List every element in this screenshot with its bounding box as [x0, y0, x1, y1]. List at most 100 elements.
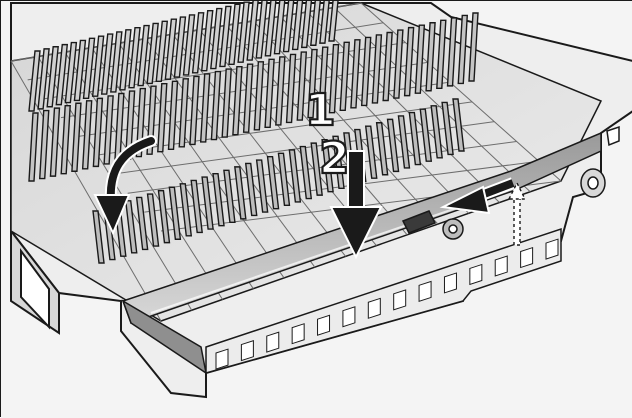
tine — [210, 70, 222, 141]
tine — [430, 105, 443, 159]
tine — [124, 200, 138, 254]
tine — [110, 31, 123, 93]
arrow-left-icon — [439, 177, 516, 215]
tine — [277, 152, 291, 207]
tine — [468, 12, 479, 82]
tine — [82, 37, 96, 99]
tine — [179, 183, 193, 237]
tine — [291, 1, 304, 51]
tine — [146, 193, 160, 247]
tine — [244, 162, 258, 217]
tine — [264, 1, 277, 57]
tine — [92, 97, 104, 168]
wall-slot — [520, 246, 534, 269]
tine — [371, 34, 383, 104]
tine — [73, 39, 87, 102]
tine — [288, 149, 302, 203]
tine — [232, 65, 243, 136]
tine — [397, 115, 411, 169]
tine — [253, 61, 265, 131]
tine — [28, 112, 39, 182]
tine — [408, 111, 422, 166]
tine — [100, 33, 114, 95]
tine — [55, 43, 69, 106]
tine — [157, 189, 171, 244]
tine — [64, 41, 78, 104]
tine — [199, 73, 211, 143]
tine — [200, 9, 214, 72]
tine — [155, 20, 169, 83]
tine — [212, 172, 225, 227]
tine — [375, 122, 389, 176]
tine — [60, 104, 71, 175]
tine — [234, 166, 247, 220]
tine — [237, 1, 250, 63]
wall-slot — [545, 238, 559, 260]
tine — [436, 19, 447, 90]
tine — [191, 12, 205, 74]
tine — [296, 51, 308, 121]
tine — [452, 98, 465, 152]
tine — [103, 95, 114, 165]
tine — [364, 125, 378, 179]
tine — [350, 39, 361, 109]
grid-line — [252, 20, 439, 225]
grid-line — [360, 2, 562, 182]
tine — [71, 102, 82, 172]
grid-line — [94, 101, 473, 156]
wall-slot — [494, 255, 508, 277]
tine — [319, 1, 330, 44]
wall-slot — [469, 263, 483, 286]
tine — [382, 31, 393, 102]
wall-slot — [240, 339, 254, 362]
tine — [182, 14, 196, 76]
tine-row-middle — [28, 12, 479, 182]
tine — [37, 48, 50, 110]
tine — [49, 107, 61, 177]
grid-line — [118, 42, 285, 279]
tine-row-front — [92, 98, 465, 264]
tine — [92, 210, 105, 264]
tine — [221, 68, 232, 138]
tine — [282, 1, 295, 53]
tine — [457, 14, 469, 85]
tine — [414, 24, 426, 94]
wall-slot — [443, 272, 457, 294]
tine — [299, 145, 313, 200]
tine — [255, 1, 268, 59]
tine — [393, 29, 404, 99]
tine — [328, 1, 339, 42]
basket-wheel — [580, 125, 620, 198]
tine — [255, 159, 269, 213]
wall-slot — [418, 280, 432, 303]
tine — [210, 7, 223, 70]
tine — [91, 35, 105, 97]
tine — [146, 22, 159, 85]
tine — [307, 48, 318, 119]
tine — [28, 50, 41, 112]
tine — [310, 1, 321, 46]
tine — [300, 1, 313, 49]
wall-slot — [393, 289, 407, 311]
tine — [246, 1, 259, 61]
tine — [242, 63, 254, 133]
grid-line — [10, 60, 162, 322]
grid-line — [91, 47, 254, 289]
tine — [360, 36, 372, 107]
tine — [275, 56, 286, 126]
tine — [173, 16, 187, 78]
grid-line — [64, 51, 223, 300]
tine — [46, 46, 59, 108]
tine — [135, 196, 149, 251]
tine — [228, 3, 241, 66]
tine — [189, 75, 200, 146]
tine — [446, 17, 458, 87]
tine — [38, 109, 50, 180]
tine — [328, 44, 340, 114]
tine — [386, 118, 400, 173]
grid-line — [10, 2, 362, 62]
tine — [119, 29, 132, 91]
arrow-down-curved-icon — [93, 135, 157, 236]
tine — [201, 176, 214, 230]
